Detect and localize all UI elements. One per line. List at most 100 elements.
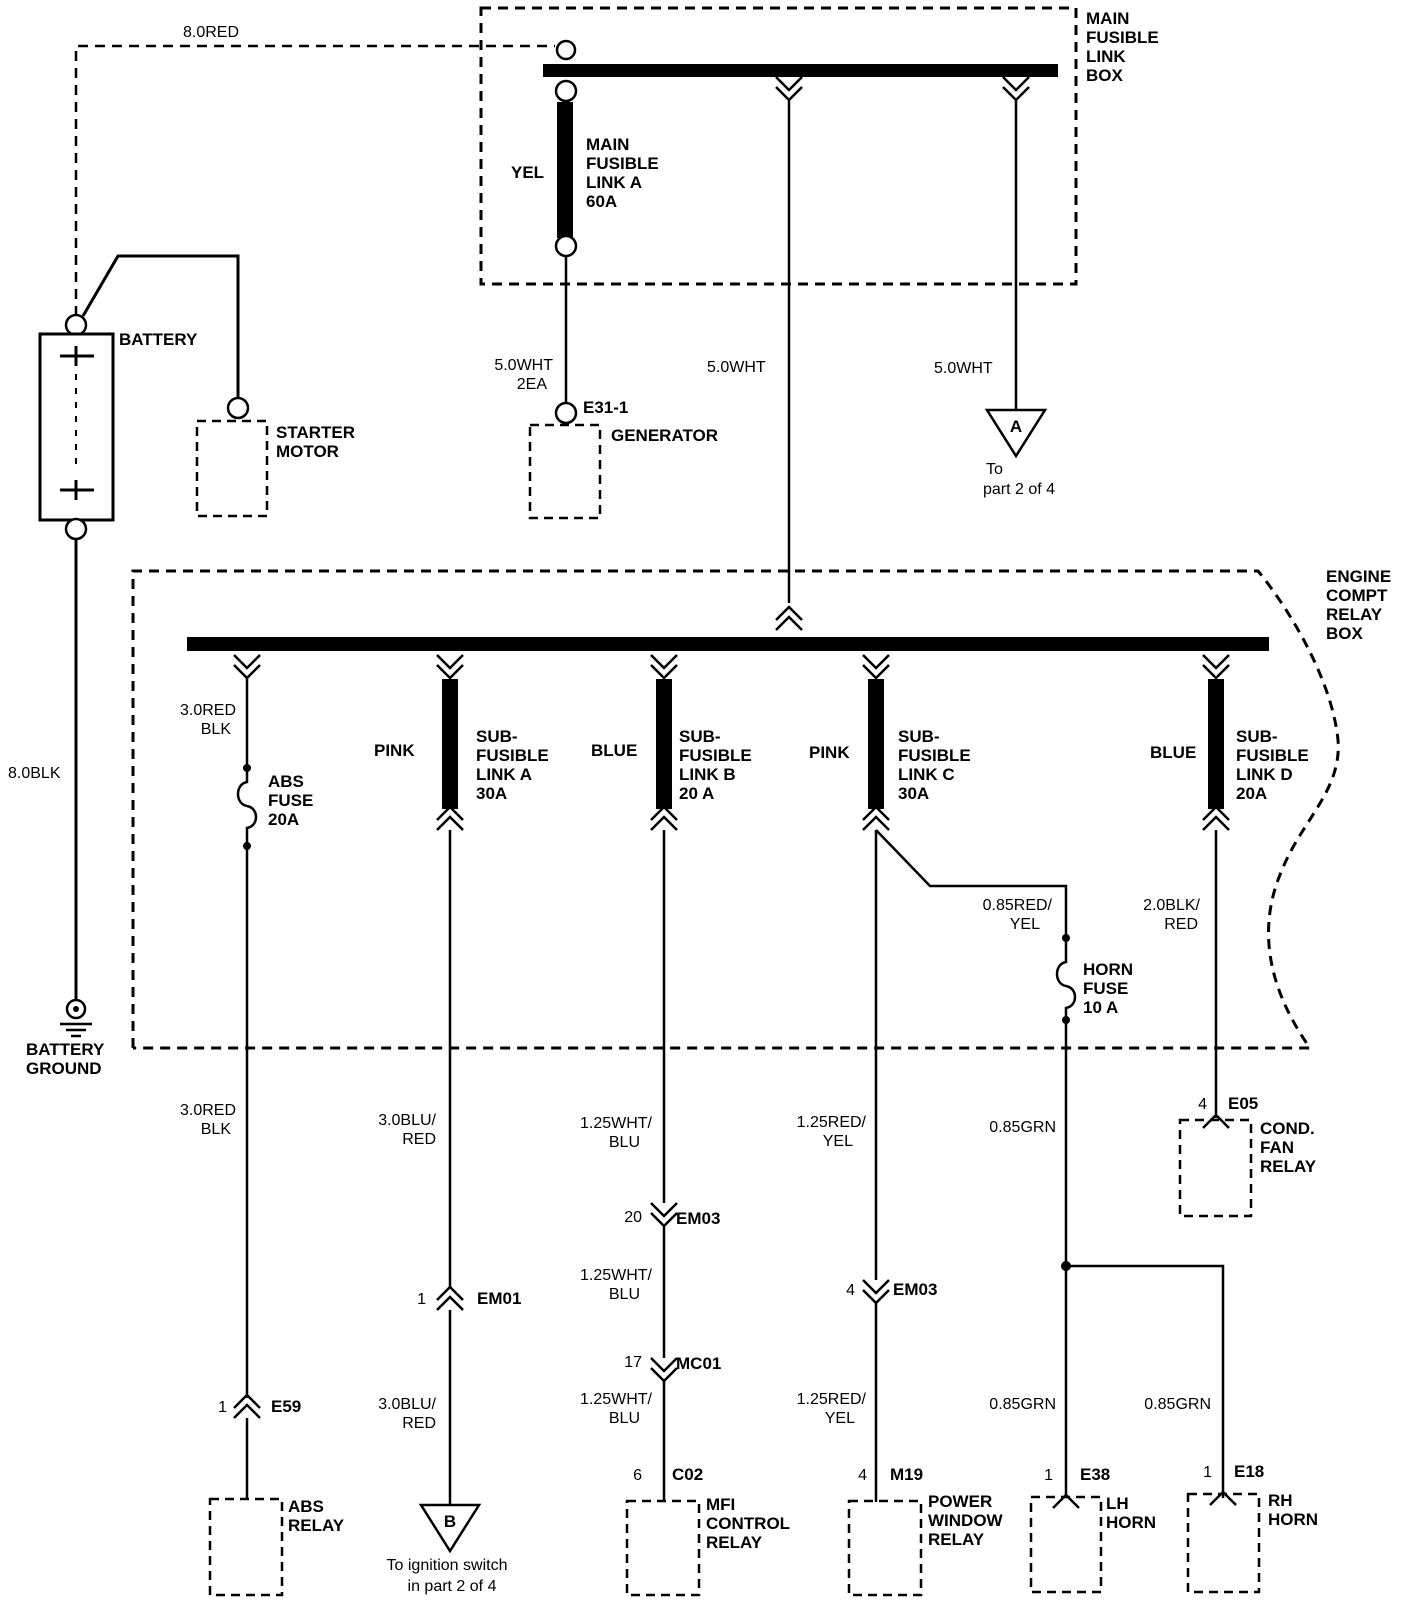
sub-fusible-link-b <box>656 679 672 809</box>
sub-fusible-link-c <box>868 679 884 809</box>
mfi-relay-label-3: RELAY <box>706 1533 763 1552</box>
lh-pin: 1 <box>1044 1467 1053 1484</box>
abs-fuse-label-1: ABS <box>268 772 304 791</box>
relay-box-label-4: BOX <box>1326 624 1364 643</box>
pw-pin-2: 4 <box>858 1467 867 1484</box>
pw-relay-label-1: POWER <box>928 1492 992 1511</box>
right-wire-label: 5.0WHT <box>934 360 993 377</box>
sub-b-color: BLUE <box>591 741 637 760</box>
pw-connector-1: EM03 <box>893 1280 937 1299</box>
battery-feed-wire <box>74 44 555 316</box>
pw-connector-2: M19 <box>890 1465 923 1484</box>
relay-box-busbar <box>187 637 1269 651</box>
ign-wire-2a: 3.0BLU/ <box>378 1396 436 1413</box>
sub-c-label-2: FUSIBLE <box>898 746 971 765</box>
pw-relay-label-2: WINDOW <box>928 1511 1004 1530</box>
relay-box-label-3: RELAY <box>1326 605 1383 624</box>
mfi-relay-label-1: MFI <box>706 1495 735 1514</box>
ign-wire-1a: 3.0BLU/ <box>378 1112 436 1129</box>
fan-relay-label-1: COND. <box>1260 1119 1315 1138</box>
main-link-label-2: FUSIBLE <box>586 154 659 173</box>
mfi-connector-3: C02 <box>672 1465 703 1484</box>
mfi-pin-2: 17 <box>624 1354 642 1371</box>
ign-wire-1b: RED <box>402 1131 436 1148</box>
battery-label: BATTERY <box>119 330 198 349</box>
horn-fuse-label-2: FUSE <box>1083 979 1128 998</box>
mfi-wire-2a: 1.25WHT/ <box>580 1267 653 1284</box>
horn-wire-label-1: 0.85RED/ <box>983 897 1053 914</box>
sub-b-label-4: 20 A <box>679 784 714 803</box>
fan-connector: E05 <box>1228 1094 1258 1113</box>
starter-label-1: STARTER <box>276 423 355 442</box>
gen-connector: E31-1 <box>583 398 628 417</box>
rh-horn-label-1: RH <box>1268 1491 1293 1510</box>
mfi-pin-3: 6 <box>633 1467 642 1484</box>
abs-connector: E59 <box>271 1397 301 1416</box>
fan-relay-label-3: RELAY <box>1260 1157 1317 1176</box>
main-fusible-link-box <box>479 6 1078 286</box>
battery-ground-label-2: GROUND <box>26 1059 102 1078</box>
sub-fusible-link-a <box>442 679 458 809</box>
sub-c-label-4: 30A <box>898 784 929 803</box>
pw-wire-1b: YEL <box>823 1133 853 1150</box>
main-link-label-1: MAIN <box>586 135 629 154</box>
ign-note-1: To ignition switch <box>387 1557 508 1574</box>
mid-wire-label: 5.0WHT <box>707 359 766 376</box>
horn-fuse-label-1: HORN <box>1083 960 1133 979</box>
relay-box-label-2: COMPT <box>1326 586 1388 605</box>
sub-d-label-2: FUSIBLE <box>1236 746 1309 765</box>
generator-box <box>528 423 602 520</box>
marker-b-label: B <box>444 1512 456 1531</box>
sub-a-label-3: LINK A <box>476 765 532 784</box>
main-busbar <box>543 64 1058 77</box>
relay-box-label-1: ENGINE <box>1326 567 1391 586</box>
sub-d-label-4: 20A <box>1236 784 1267 803</box>
fan-pin: 4 <box>1198 1096 1207 1113</box>
abs-fuse-symbol <box>236 768 258 846</box>
sub-b-label-2: FUSIBLE <box>679 746 752 765</box>
main-link-label-4: 60A <box>586 192 617 211</box>
abs-relay-label-2: RELAY <box>288 1516 345 1535</box>
horn-wire-label-2: YEL <box>1010 916 1040 933</box>
ign-note-2: in part 2 of 4 <box>408 1578 497 1595</box>
rh-connector: E18 <box>1234 1462 1264 1481</box>
rh-pin: 1 <box>1203 1464 1212 1481</box>
horn-fuse-symbol <box>1055 938 1077 1020</box>
pw-pin-1: 4 <box>846 1282 855 1299</box>
main-link-label-3: LINK A <box>586 173 642 192</box>
rh-horn-label-2: HORN <box>1268 1510 1318 1529</box>
mfi-wire-3b: BLU <box>609 1410 640 1427</box>
horn-fuse-label-3: 10 A <box>1083 998 1118 1017</box>
sub-fusible-link-d <box>1208 679 1224 809</box>
mfi-pin-1: 20 <box>624 1209 642 1226</box>
marker-a-triangle <box>984 408 1048 459</box>
pw-relay-label-3: RELAY <box>928 1530 985 1549</box>
mfi-wire-1b: BLU <box>609 1134 640 1151</box>
main-box-label-2: FUSIBLE <box>1086 28 1159 47</box>
marker-a-label: A <box>1010 417 1022 436</box>
abs-pin: 1 <box>218 1399 227 1416</box>
to-part2-line-1: To <box>986 461 1003 478</box>
sub-d-label-3: LINK D <box>1236 765 1293 784</box>
main-box-label-3: LINK <box>1086 47 1126 66</box>
mfi-wire-1a: 1.25WHT/ <box>580 1115 653 1132</box>
sub-c-label-3: LINK C <box>898 765 955 784</box>
lh-horn-wire: 0.85GRN <box>989 1396 1056 1413</box>
abs-relay-box <box>208 1497 284 1597</box>
pw-wire-2a: 1.25RED/ <box>797 1391 867 1408</box>
sub-d-label-1: SUB- <box>1236 727 1278 746</box>
engine-compt-relay-box <box>131 569 1340 1050</box>
marker-b-triangle <box>418 1503 482 1554</box>
abs-fuse-label-2: FUSE <box>268 791 313 810</box>
power-window-relay-box <box>847 1499 923 1597</box>
fan-relay-label-2: FAN <box>1260 1138 1294 1157</box>
fan-wire-label-1: 2.0BLK/ <box>1143 897 1200 914</box>
mfi-wire-3a: 1.25WHT/ <box>580 1391 653 1408</box>
ign-pin: 1 <box>417 1291 426 1308</box>
main-link-color: YEL <box>511 163 544 182</box>
battery-ground-symbol <box>65 998 87 1020</box>
sub-a-label-2: FUSIBLE <box>476 746 549 765</box>
gen-wire-label-1: 5.0WHT <box>494 357 553 374</box>
sub-c-label-1: SUB- <box>898 727 940 746</box>
